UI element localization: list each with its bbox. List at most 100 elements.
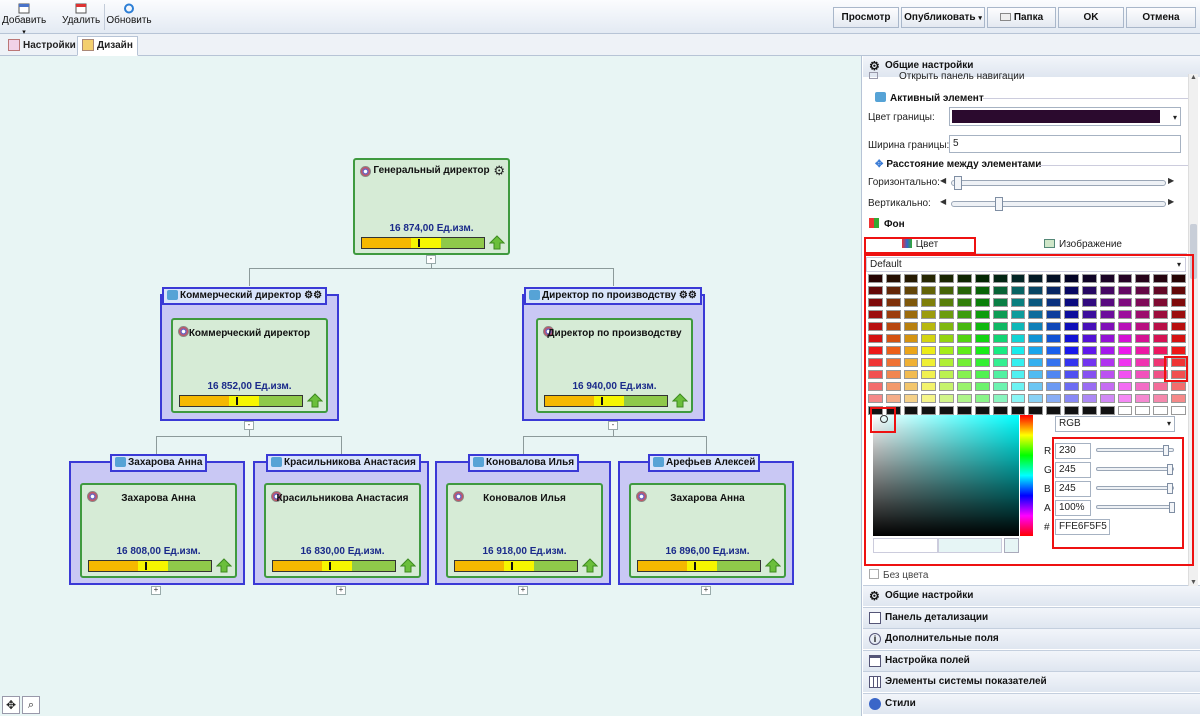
org-group-commercial[interactable]: Коммерческий директор ⚙⚙ Коммерческий ди… [160, 287, 339, 421]
palette-swatch[interactable] [1135, 286, 1151, 295]
palette-swatch[interactable] [1135, 334, 1151, 343]
palette-swatch[interactable] [939, 370, 955, 379]
palette-swatch[interactable] [1099, 382, 1115, 391]
palette-swatch[interactable] [974, 286, 990, 295]
palette-swatch[interactable] [1153, 394, 1169, 403]
palette-swatch[interactable] [957, 274, 972, 283]
palette-swatch[interactable] [939, 406, 955, 415]
a-input[interactable]: 100% [1055, 500, 1091, 516]
slider-thumb[interactable] [1167, 464, 1173, 475]
palette-swatch[interactable] [974, 358, 990, 367]
org-group-leaf[interactable]: Захарова Анна Захарова Анна 16 808,00 Ед… [69, 454, 245, 585]
delete-button[interactable]: Удалить [62, 3, 100, 31]
palette-swatch[interactable] [903, 370, 919, 379]
g-slider[interactable] [1096, 464, 1174, 475]
palette-swatch[interactable] [939, 394, 955, 403]
palette-swatch[interactable] [1046, 358, 1062, 367]
palette-swatch[interactable] [1081, 298, 1097, 307]
palette-swatch[interactable] [957, 406, 972, 415]
hex-input[interactable]: FFE6F5F5 [1055, 519, 1110, 535]
palette-swatch[interactable] [1135, 370, 1151, 379]
palette-swatch[interactable] [1028, 274, 1044, 283]
palette-swatch[interactable] [939, 310, 955, 319]
org-card-root[interactable]: Генеральный директор ⚙ 16 874,00 Ед.изм. [353, 158, 510, 255]
slider-thumb[interactable] [1169, 502, 1175, 513]
tab-image[interactable]: Изображение [1013, 236, 1153, 254]
palette-swatch[interactable] [1153, 310, 1169, 319]
section-indicator-elements[interactable]: Элементы системы показателей [863, 671, 1200, 692]
palette-swatch[interactable] [1010, 394, 1026, 403]
color-palette[interactable] [868, 274, 1186, 415]
gear-icon[interactable]: ⚙ [304, 290, 314, 301]
palette-swatch[interactable] [1028, 310, 1044, 319]
org-group-leaf[interactable]: Арефьев Алексей Захарова Анна 16 896,00 … [618, 454, 794, 585]
palette-swatch[interactable] [921, 406, 937, 415]
palette-swatch[interactable] [1010, 382, 1026, 391]
org-card[interactable]: Коновалов Илья 16 918,00 Ед.изм. [446, 483, 603, 578]
palette-swatch[interactable] [974, 322, 990, 331]
palette-swatch[interactable] [974, 334, 990, 343]
gradient-cursor[interactable] [880, 415, 888, 423]
palette-swatch[interactable] [903, 274, 919, 283]
palette-swatch[interactable] [868, 310, 883, 319]
palette-swatch[interactable] [957, 334, 972, 343]
expand-toggle[interactable]: + [336, 586, 346, 595]
palette-swatch[interactable] [921, 298, 937, 307]
palette-swatch[interactable] [992, 298, 1008, 307]
palette-swatch[interactable] [1010, 274, 1026, 283]
palette-swatch[interactable] [1010, 310, 1026, 319]
no-color-option[interactable]: Без цвета [869, 569, 928, 581]
palette-select[interactable]: Default▾ [866, 257, 1186, 272]
palette-swatch[interactable] [957, 346, 972, 355]
palette-swatch[interactable] [957, 286, 972, 295]
palette-swatch[interactable] [1171, 358, 1186, 367]
palette-swatch[interactable] [957, 310, 972, 319]
palette-swatch[interactable] [1099, 286, 1115, 295]
palette-swatch[interactable] [1064, 406, 1079, 415]
palette-swatch[interactable] [885, 286, 901, 295]
palette-swatch[interactable] [1046, 370, 1062, 379]
palette-swatch[interactable] [1171, 274, 1186, 283]
palette-swatch[interactable] [1010, 346, 1026, 355]
palette-swatch[interactable] [1010, 406, 1026, 415]
palette-swatch[interactable] [974, 274, 990, 283]
palette-swatch[interactable] [903, 310, 919, 319]
palette-swatch[interactable] [1081, 382, 1097, 391]
palette-swatch[interactable] [992, 286, 1008, 295]
scrollbar-thumb[interactable] [1190, 224, 1197, 279]
eyedropper-icon[interactable] [1004, 538, 1019, 553]
palette-swatch[interactable] [1028, 286, 1044, 295]
slider-left-icon[interactable]: ◀ [940, 176, 947, 185]
slider-thumb[interactable] [1163, 445, 1169, 456]
r-input[interactable]: 230 [1055, 443, 1091, 459]
color-mode-select[interactable]: RGB▾ [1055, 416, 1175, 432]
palette-swatch[interactable] [1081, 310, 1097, 319]
palette-swatch[interactable] [1099, 394, 1115, 403]
palette-swatch[interactable] [921, 310, 937, 319]
palette-swatch[interactable] [957, 322, 972, 331]
palette-swatch[interactable] [1135, 322, 1151, 331]
palette-swatch[interactable] [1010, 370, 1026, 379]
palette-swatch[interactable] [903, 382, 919, 391]
palette-swatch[interactable] [868, 406, 883, 415]
palette-swatch[interactable] [1135, 394, 1151, 403]
palette-swatch[interactable] [885, 394, 901, 403]
gear-icon[interactable]: ⚙ [687, 290, 697, 301]
org-card[interactable]: Захарова Анна 16 808,00 Ед.изм. [80, 483, 237, 578]
palette-swatch[interactable] [1046, 394, 1062, 403]
palette-swatch[interactable] [1064, 382, 1079, 391]
tab-design[interactable]: Дизайн [77, 36, 138, 56]
palette-swatch[interactable] [939, 298, 955, 307]
publish-button[interactable]: Опубликовать ▾ [901, 7, 985, 28]
palette-swatch[interactable] [903, 358, 919, 367]
palette-swatch[interactable] [868, 274, 883, 283]
palette-swatch[interactable] [1046, 406, 1062, 415]
slider-right-icon[interactable]: ▶ [1168, 176, 1175, 185]
palette-swatch[interactable] [1135, 358, 1151, 367]
palette-swatch[interactable] [1028, 358, 1044, 367]
palette-swatch[interactable] [1046, 286, 1062, 295]
palette-swatch[interactable] [992, 382, 1008, 391]
palette-swatch[interactable] [1117, 370, 1133, 379]
org-card[interactable]: Директор по производству 16 940,00 Ед.из… [536, 318, 693, 413]
palette-swatch[interactable] [868, 346, 883, 355]
